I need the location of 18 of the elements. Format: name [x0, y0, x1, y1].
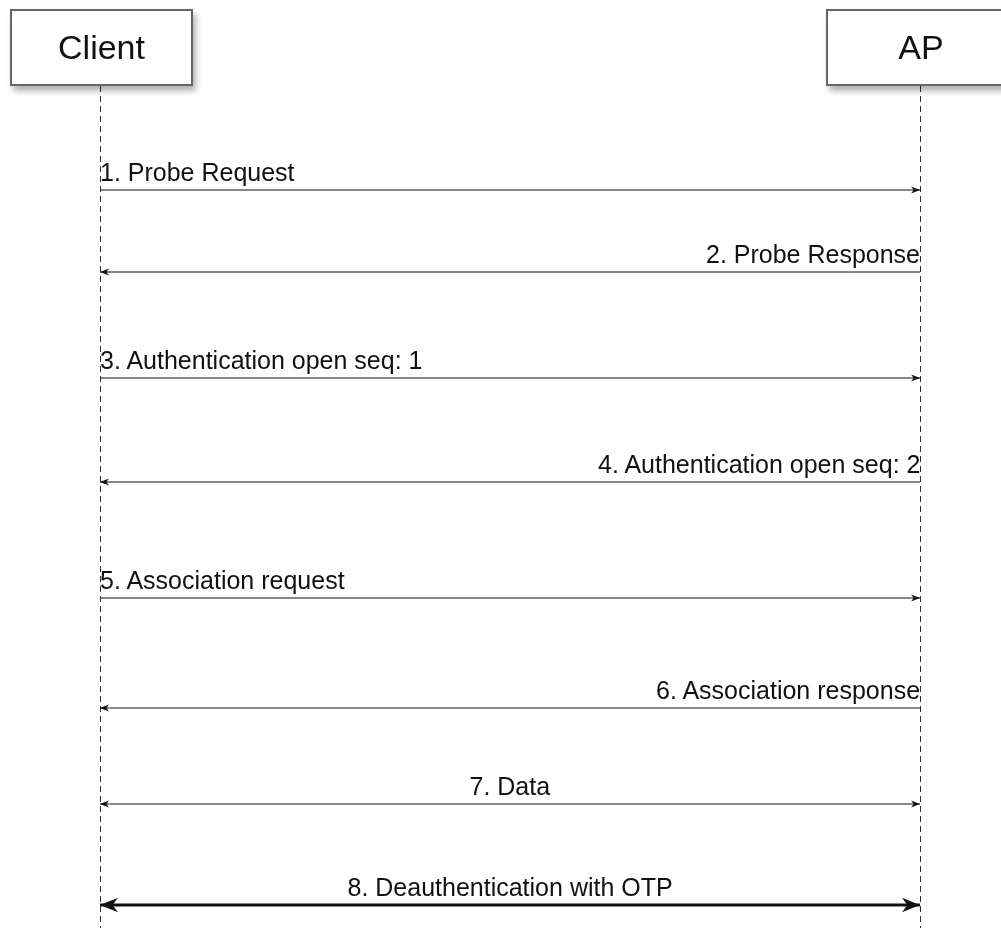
message-arrow	[99, 478, 921, 486]
message-label: 3. Authentication open seq: 1	[100, 346, 423, 374]
message-arrow	[100, 897, 920, 913]
message-label: 5. Association request	[100, 566, 345, 594]
message-label: 6. Association response	[656, 676, 921, 704]
message-label: 4. Authentication open seq: 2	[598, 450, 921, 478]
message-label: 7. Data	[469, 772, 551, 800]
participant-box: AP	[826, 9, 1001, 86]
participant-box: Client	[10, 9, 193, 86]
message-arrow	[99, 374, 921, 382]
message-label: 2. Probe Response	[706, 240, 921, 268]
message-label: 8. Deauthentication with OTP	[347, 873, 673, 901]
message-arrow	[99, 800, 921, 808]
message-arrow	[99, 594, 921, 602]
message-label: 1. Probe Request	[100, 158, 295, 186]
message-arrow	[99, 186, 921, 194]
message-arrow	[99, 268, 921, 276]
message-arrow	[99, 704, 921, 712]
